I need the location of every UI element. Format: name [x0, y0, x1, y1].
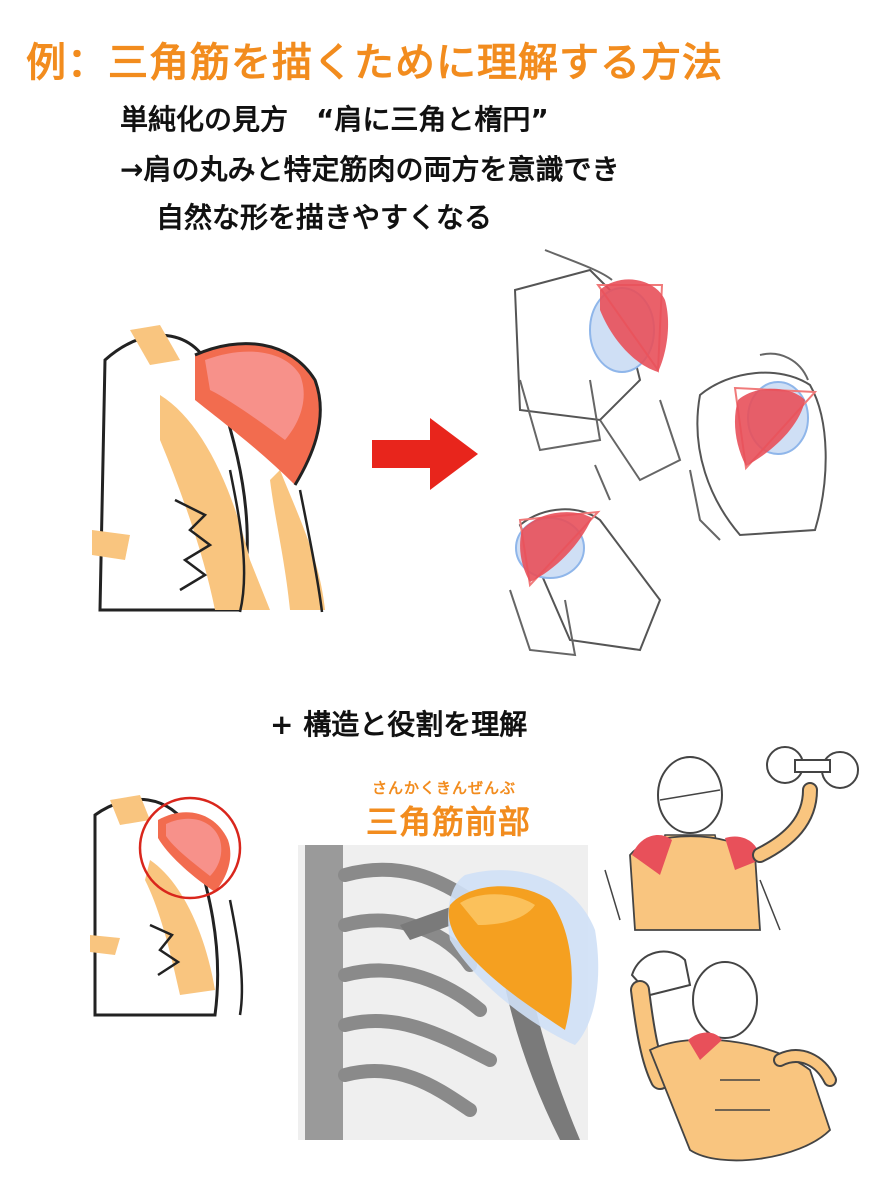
highlight-circle: [138, 796, 242, 900]
dumbbell-icon: [766, 746, 859, 789]
muscle-name-reading: さんかくきんぜんぶ: [372, 779, 517, 797]
sketch-shoulder-arm: [509, 464, 662, 657]
subtitle-line-1: 単純化の見方 “肩に三角と楕円”: [120, 103, 549, 136]
circled-deltoid-illustration: [90, 795, 244, 1017]
section-heading: + 構造と役割を理解: [270, 708, 528, 741]
sketch-shoulder-front: [513, 249, 682, 482]
skeleton-deltoid-render: [298, 845, 599, 1140]
subtitle-line-2: →肩の丸みと特定筋肉の両方を意識でき: [120, 153, 620, 186]
page-title: 例：三角筋を描くために理解する方法: [26, 40, 723, 86]
figure-dumbbell: [604, 746, 859, 931]
subtitle-line-3: 自然な形を描きやすくなる: [156, 201, 493, 234]
torso-deltoid-illustration: [92, 325, 325, 613]
arrow-right-icon: [372, 418, 478, 490]
sketch-shoulder-side: [689, 352, 827, 541]
figure-raised-fist: [630, 950, 837, 1162]
muscle-name-label: 三角筋前部: [366, 803, 532, 841]
